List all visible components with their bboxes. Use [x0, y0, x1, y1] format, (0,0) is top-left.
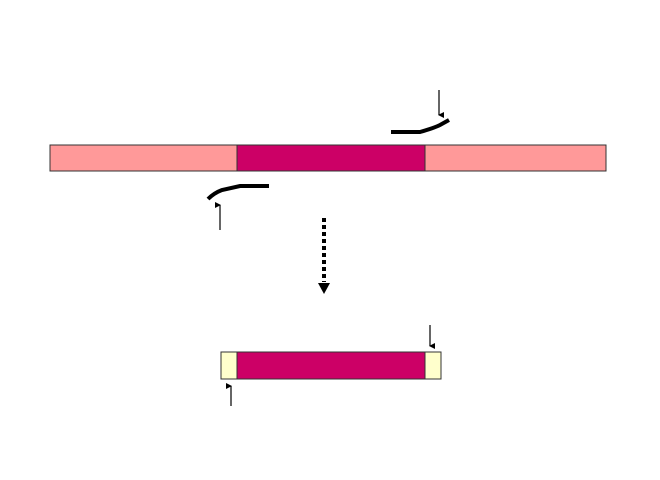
template-strand	[49, 144, 607, 172]
template-left-flank	[49, 144, 238, 172]
forward-primer-line	[206, 184, 269, 201]
pcr-product	[220, 325, 442, 406]
product-left-end	[220, 351, 238, 380]
product-target-region	[236, 351, 426, 380]
amplification-arrow-icon	[318, 218, 330, 294]
template-target-region	[236, 144, 426, 172]
amplification-arrow-head	[318, 283, 330, 294]
reverse-primer	[391, 90, 450, 134]
template-right-flank	[424, 144, 607, 172]
forward-primer	[206, 184, 269, 230]
reverse-primer-line	[391, 118, 450, 134]
product-right-end	[424, 351, 442, 380]
